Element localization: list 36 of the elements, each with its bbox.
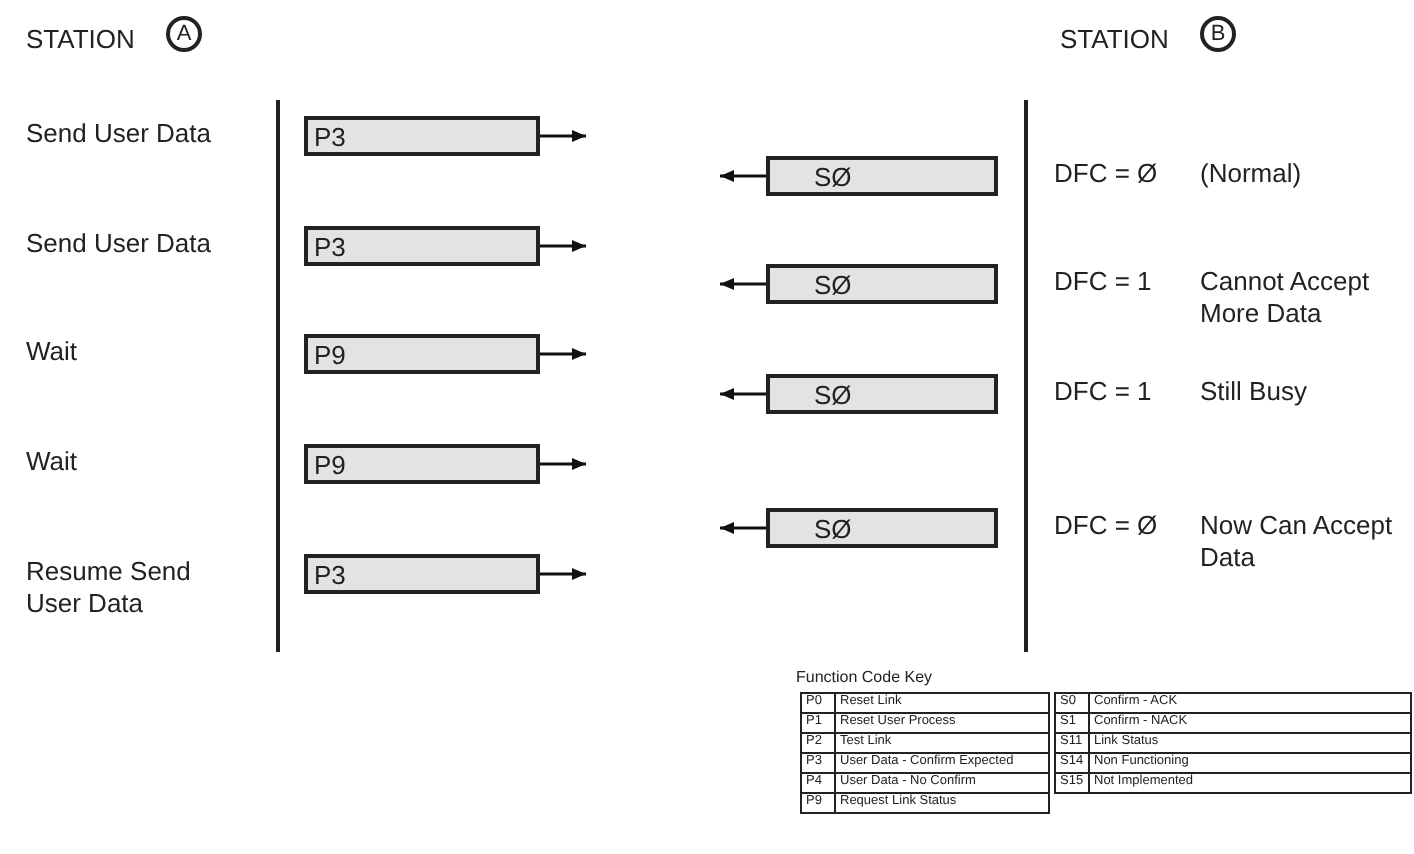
step-label: Wait [26, 336, 80, 368]
message-box: SØ [766, 156, 998, 196]
step-label: Send User Data [26, 228, 213, 260]
step-label: Wait [26, 446, 80, 478]
step-label: DFC = Ø [1054, 158, 1160, 190]
arrow [540, 568, 586, 580]
message-box: SØ [766, 508, 998, 548]
message-box: P3 [304, 116, 540, 156]
station-letter: B [1200, 16, 1236, 52]
key-title: Function Code Key [796, 666, 935, 690]
step-label: Cannot Accept More Data [1200, 266, 1372, 330]
step-label: DFC = 1 [1054, 376, 1154, 408]
step-label: DFC = Ø [1054, 510, 1160, 542]
arrow [540, 348, 586, 360]
message-box: P3 [304, 226, 540, 266]
message-box: P9 [304, 334, 540, 374]
arrow [540, 240, 586, 252]
arrow [720, 388, 766, 400]
arrow [720, 170, 766, 182]
step-label: Now Can Accept Data [1200, 510, 1395, 574]
step-label: Resume Send User Data [26, 556, 193, 620]
arrow [720, 522, 766, 534]
arrow [540, 458, 586, 470]
step-label: Still Busy [1200, 376, 1309, 408]
message-box: SØ [766, 264, 998, 304]
arrow [540, 130, 586, 142]
message-box: P9 [304, 444, 540, 484]
message-box: SØ [766, 374, 998, 414]
step-label: (Normal) [1200, 158, 1304, 190]
station-letter: A [166, 16, 202, 52]
station-heading: STATION [26, 22, 137, 58]
step-label: DFC = 1 [1054, 266, 1154, 298]
step-label: Send User Data [26, 118, 213, 150]
message-box: P3 [304, 554, 540, 594]
arrow [720, 278, 766, 290]
station-heading: STATION [1060, 22, 1171, 58]
